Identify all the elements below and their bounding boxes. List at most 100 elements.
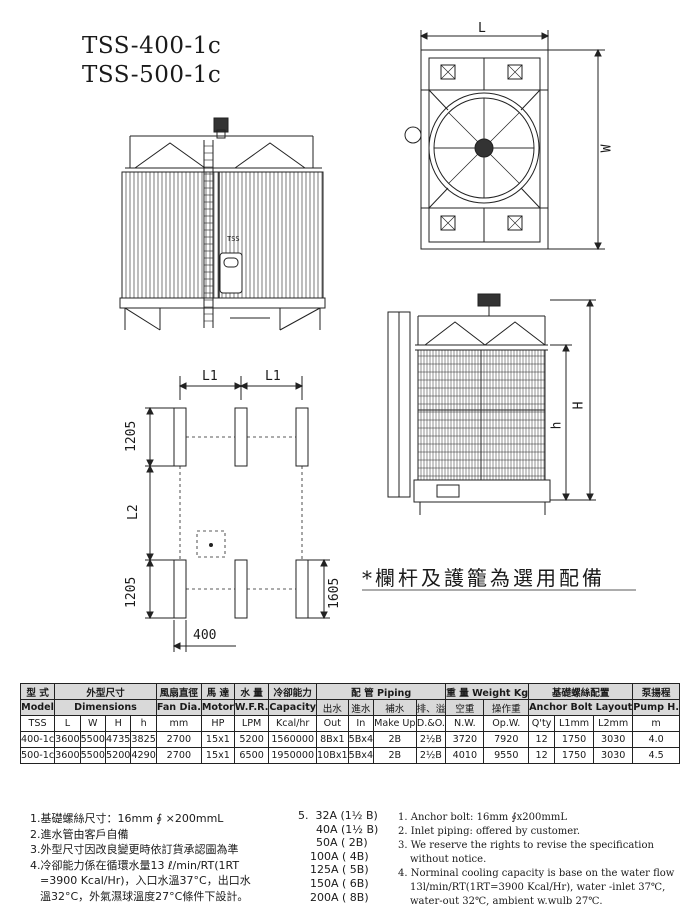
notes-english: 1. Anchor bolt: 16mm ∮x200mmL 2. Inlet p… — [398, 811, 674, 909]
cell: 4735 — [104, 731, 132, 748]
dim-label-l2: L2 — [126, 504, 141, 520]
note-en-2: 2. Inlet piping: offered by customer. — [398, 826, 581, 837]
cell: 3825 — [130, 731, 157, 748]
nameplate-badge: TSS — [227, 235, 240, 243]
foundation-plan-drawing — [145, 376, 330, 652]
optional-equipment-note: *欄杆及護籠為選用配備 — [362, 566, 605, 590]
cell: 3600 — [54, 731, 81, 748]
cell: 5500 — [79, 731, 107, 748]
note-zh-3: 3.外型尺寸因改良變更時依訂貨承認圖為準 — [30, 843, 239, 856]
cell: 15x1 — [200, 747, 235, 764]
th-model-en: Model — [19, 699, 56, 716]
th-fan-zh: 風扇直徑 — [155, 683, 202, 700]
pump-size: 150A ( 6B) — [310, 876, 369, 890]
th-fan-en: Fan Dia. — [155, 699, 202, 716]
th-unit: L1mm — [554, 715, 595, 732]
cell: 1750 — [554, 747, 595, 764]
cell: 500-1c — [19, 747, 56, 764]
dim-label-h-big: H — [571, 401, 587, 410]
th-drain-zh: 排、溢 — [415, 699, 447, 716]
th-unit: D.&O. — [415, 715, 447, 732]
th-piping-zh: 配 管 Piping — [316, 683, 447, 700]
th-unit: L — [54, 715, 81, 732]
top-view-drawing — [404, 30, 605, 251]
pump-size: 40A (1½ B) — [316, 822, 379, 836]
th-weight-zh: 重 量 Weight Kg — [445, 683, 530, 700]
th-unit: m — [632, 715, 680, 732]
cell: 1950000 — [268, 747, 318, 764]
th-unit: HP — [200, 715, 235, 732]
th-unit: Out — [316, 715, 349, 732]
th-unit: Q'ty — [528, 715, 556, 732]
pump-size: 125A ( 5B) — [310, 863, 369, 877]
th-unit: LPM — [233, 715, 270, 732]
th-opw-zh: 操作重 — [483, 699, 530, 716]
cell: 3720 — [445, 731, 485, 748]
specification-table: 型 式 外型尺寸 風扇直徑 馬 達 水 量 冷卻能力 配 管 Piping 重 … — [19, 683, 680, 764]
note-en-4c: water-out 32℃, ambient w.wulb 27℃. — [410, 896, 603, 907]
side-elevation-drawing — [387, 293, 596, 515]
th-out-zh: 出水 — [316, 699, 349, 716]
dim-label-l1-left: L1 — [202, 369, 218, 384]
th-pump-zh: 泵揚程 — [632, 683, 680, 700]
cell: 7920 — [483, 731, 530, 748]
th-unit: Op.W. — [483, 715, 530, 732]
cell: 400-1c — [19, 731, 56, 748]
th-unit: mm — [155, 715, 202, 732]
th-unit: TSS — [19, 715, 56, 732]
th-motor-en: Motor — [200, 699, 235, 716]
cell: 4.5 — [632, 747, 680, 764]
cell: 15x1 — [200, 731, 235, 748]
th-wfr-zh: 水 量 — [233, 683, 270, 700]
th-unit: H — [104, 715, 132, 732]
table-header-en: Model Dimensions Fan Dia. Motor W.F.R. C… — [19, 699, 680, 716]
th-anchor-zh: 基礎螺絲配置 — [528, 683, 634, 700]
th-motor-zh: 馬 達 — [200, 683, 235, 700]
cell: 5200 — [233, 731, 270, 748]
th-capacity-en: Capacity — [268, 699, 318, 716]
cell: 8Bx1 — [316, 731, 349, 748]
note-zh-1: 1.基礎螺絲尺寸：16mm ∮ ×200mmL — [30, 812, 224, 825]
cell: 9550 — [483, 747, 530, 764]
th-unit: W — [79, 715, 107, 732]
th-unit: h — [130, 715, 157, 732]
model-title-400: TSS-400-1c — [82, 33, 222, 59]
th-unit: L2mm — [593, 715, 634, 732]
cell: 2½B — [415, 747, 447, 764]
pump-size: 50A ( 2B) — [316, 836, 368, 850]
table-row: 400-1c 3600 5500 4735 3825 2700 15x1 520… — [19, 731, 680, 748]
model-title-500: TSS-500-1c — [82, 62, 222, 88]
pump-size-list: 5. 32A (1½ B) 40A (1½ B) 50A ( 2B) 100A … — [298, 809, 378, 904]
th-nw-zh: 空重 — [445, 699, 485, 716]
cell: 4290 — [130, 747, 157, 764]
note-zh-4b: =3900 Kcal/Hr)，入口水溫37°C，出口水 — [40, 874, 251, 887]
dim-label-h-small: h — [549, 421, 565, 430]
cell: 2B — [373, 731, 417, 748]
th-anchor-en: Anchor Bolt Layout — [528, 699, 634, 716]
dim-label-400: 400 — [193, 628, 217, 643]
th-dimensions-en: Dimensions — [54, 699, 157, 716]
note-zh-2: 2.進水管由客戶自備 — [30, 827, 129, 841]
table-header-zh: 型 式 外型尺寸 風扇直徑 馬 達 水 量 冷卻能力 配 管 Piping 重 … — [19, 683, 680, 700]
cell: 1560000 — [268, 731, 318, 748]
cell: 1750 — [554, 731, 595, 748]
th-unit: In — [347, 715, 375, 732]
cell: 4010 — [445, 747, 485, 764]
note-zh-4: 4.冷卻能力係在循環水量13 ℓ/min/RT(1RT — [30, 858, 240, 872]
cell: 4.0 — [632, 731, 680, 748]
dim-label-1205-top: 1205 — [124, 420, 139, 452]
dim-label-1205-bottom: 1205 — [124, 576, 139, 608]
cell: 6500 — [233, 747, 270, 764]
th-unit: Kcal/hr — [268, 715, 318, 732]
th-makeup-zh: 補水 — [373, 699, 417, 716]
dim-label-l1-right: L1 — [265, 369, 281, 384]
pump-size: 200A ( 8B) — [310, 890, 369, 904]
th-unit: Make Up — [373, 715, 417, 732]
th-model-zh: 型 式 — [19, 683, 56, 700]
cell: 5Bx4 — [347, 747, 375, 764]
table-header-units: TSS L W H h mm HP LPM Kcal/hr Out In Mak… — [19, 715, 680, 732]
cell: 12 — [528, 747, 556, 764]
th-unit: N.W. — [445, 715, 485, 732]
note-en-4: 4. Norminal cooling capacity is base on … — [398, 868, 675, 879]
